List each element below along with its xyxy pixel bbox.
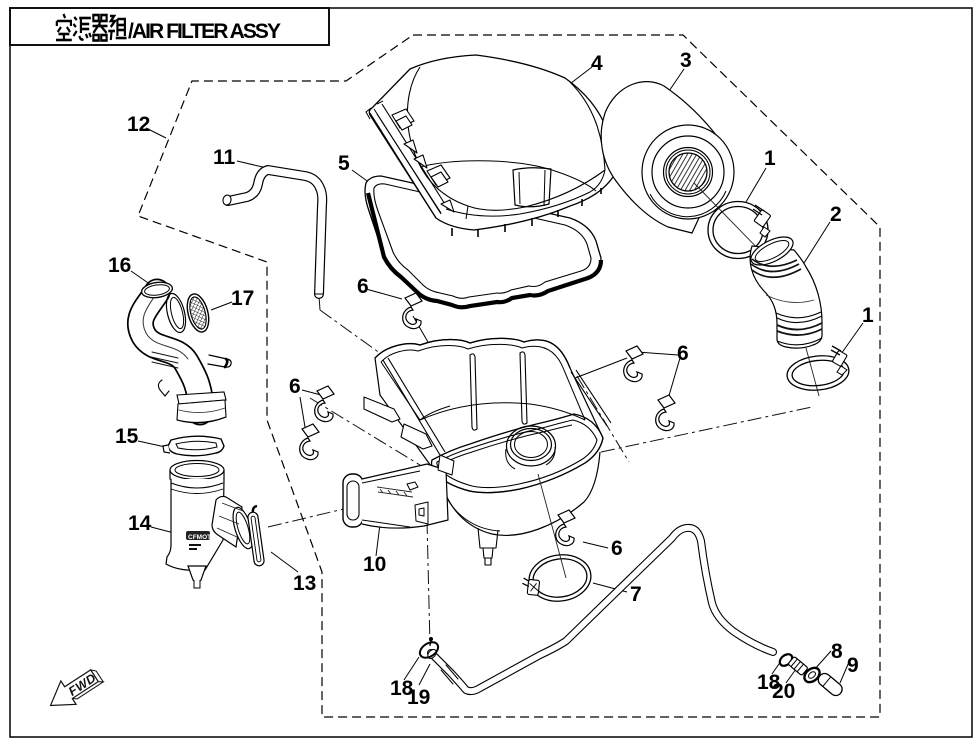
svg-text:6: 6 [611, 537, 623, 560]
svg-text:1: 1 [764, 147, 776, 170]
svg-text:8: 8 [831, 640, 843, 663]
svg-text:7: 7 [630, 583, 642, 606]
svg-text:10: 10 [363, 553, 386, 576]
svg-text:3: 3 [680, 49, 692, 72]
svg-text:6: 6 [289, 375, 301, 398]
svg-text:17: 17 [231, 287, 254, 310]
svg-text:12: 12 [127, 113, 150, 136]
svg-text:4: 4 [591, 52, 603, 75]
svg-text:16: 16 [108, 254, 131, 277]
svg-text:19: 19 [407, 686, 430, 709]
svg-text:14: 14 [128, 512, 152, 535]
svg-text:/AIR FILTER ASSY: /AIR FILTER ASSY [128, 20, 281, 43]
svg-text:9: 9 [847, 654, 859, 677]
svg-text:18: 18 [390, 677, 414, 700]
svg-text:13: 13 [293, 572, 316, 595]
svg-text:2: 2 [830, 203, 842, 226]
svg-text:CFMOTO: CFMOTO [188, 534, 216, 541]
svg-text:15: 15 [115, 425, 139, 448]
svg-text:6: 6 [677, 342, 689, 365]
svg-text:6: 6 [357, 275, 369, 298]
svg-text:1: 1 [862, 304, 874, 327]
svg-text:5: 5 [338, 152, 350, 175]
svg-text:11: 11 [213, 146, 236, 169]
svg-text:20: 20 [772, 680, 795, 703]
svg-text:18: 18 [757, 671, 781, 694]
